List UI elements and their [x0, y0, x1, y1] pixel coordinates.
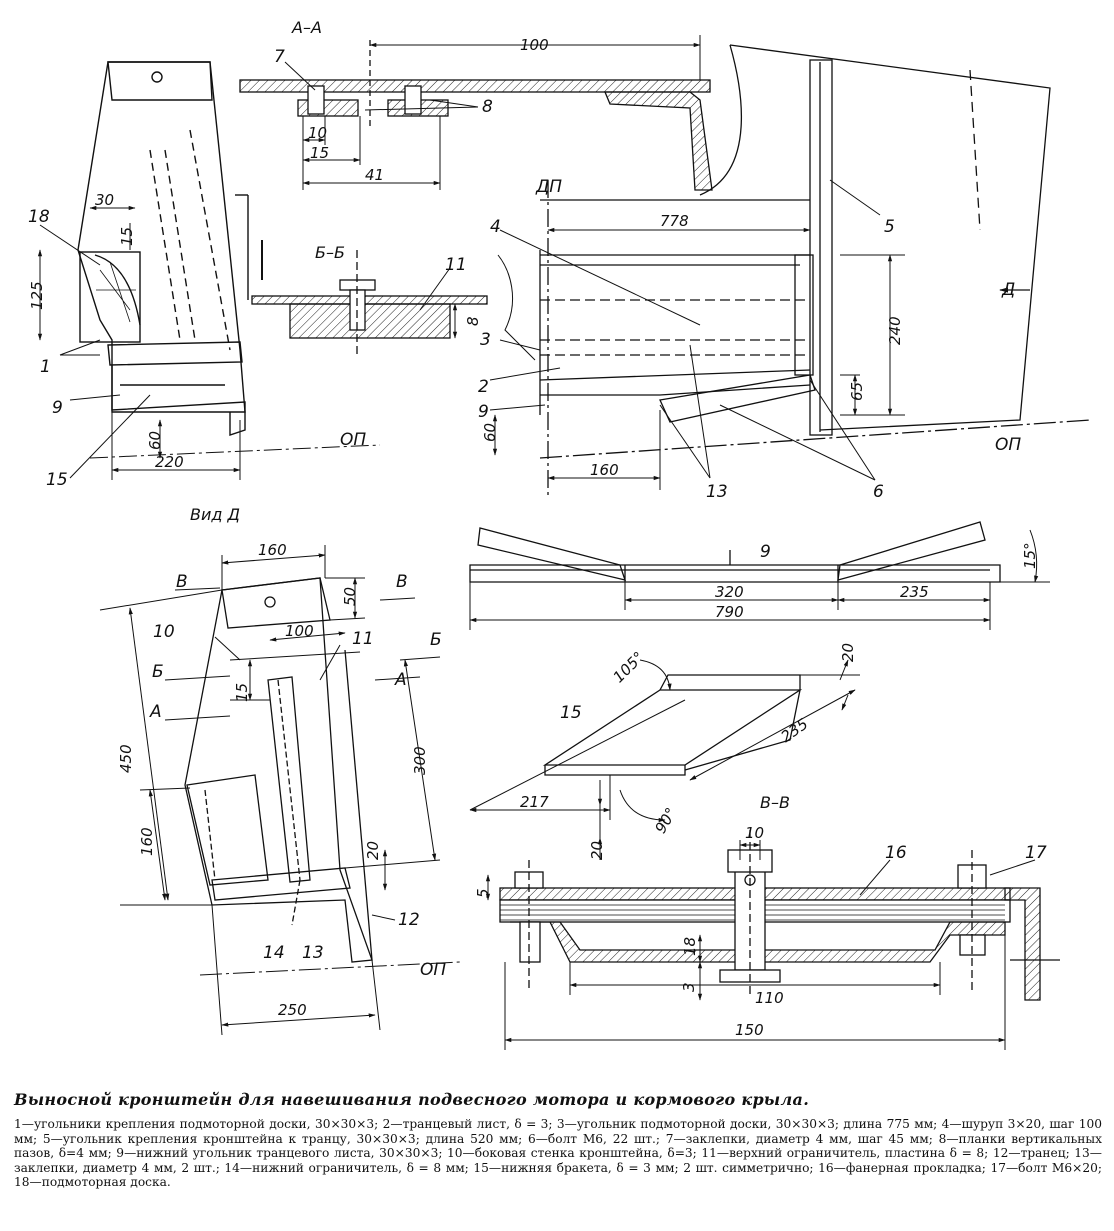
op-left: ОП — [340, 430, 366, 450]
dim-300: 300 — [411, 746, 429, 775]
view-d-title: Вид Д — [190, 505, 240, 524]
dim-100-view: 100 — [285, 622, 314, 640]
dim-60-mid: 60 — [481, 423, 499, 442]
dim-110: 110 — [755, 989, 784, 1007]
caption-legend: 1—угольники крепления подмоторной доски,… — [14, 1117, 1102, 1189]
dim-235-bot: 235 — [900, 583, 929, 601]
view-d — [184, 577, 373, 963]
cut-b-right: Б — [430, 630, 442, 650]
part-13-view: 13 — [302, 943, 324, 963]
dim-790: 790 — [715, 603, 744, 621]
part-3: 3 — [480, 330, 491, 350]
dim-778: 778 — [660, 212, 689, 230]
dim-60-left: 60 — [146, 431, 164, 450]
dim-20-br2: 20 — [588, 841, 606, 860]
op-right: ОП — [995, 435, 1021, 455]
arrow-d-label: Д — [1001, 280, 1015, 300]
bottom-angle-view — [469, 521, 1001, 583]
section-bb — [251, 250, 488, 355]
part-6: 6 — [873, 482, 884, 502]
part-10: 10 — [153, 622, 175, 642]
part-15-br: 15 — [560, 703, 582, 723]
part-9-mid: 9 — [478, 402, 489, 422]
part-12: 12 — [398, 910, 420, 930]
dim-450: 450 — [117, 744, 135, 773]
part-8: 8 — [482, 97, 493, 117]
side-view-bracket — [77, 61, 263, 436]
dim-10: 10 — [308, 124, 327, 142]
label-dp: ДП — [535, 177, 562, 197]
part-16: 16 — [885, 843, 907, 863]
part-2: 2 — [478, 377, 489, 397]
dim-160-view-left: 160 — [138, 827, 156, 856]
cut-v-right: В — [396, 572, 408, 592]
dim-5: 5 — [474, 888, 492, 898]
dim-150: 150 — [735, 1021, 764, 1039]
cut-a-right: А — [394, 670, 407, 690]
part-1: 1 — [40, 357, 51, 377]
bracket-15-view — [542, 674, 803, 776]
cut-b-left: Б — [152, 662, 164, 682]
figure-caption: Выносной кронштейн для навешивания подве… — [14, 1090, 1102, 1190]
part-13-mid: 13 — [706, 482, 728, 502]
dim-160-view: 160 — [258, 541, 287, 559]
dim-100-top: 100 — [520, 36, 549, 54]
dim-160-mid: 160 — [590, 461, 619, 479]
part-9-bot: 9 — [760, 542, 771, 562]
dim-105deg: 105° — [609, 648, 647, 686]
dim-217: 217 — [520, 793, 549, 811]
dim-18: 18 — [681, 937, 699, 956]
part-15-left: 15 — [46, 470, 68, 490]
part-11-bb: 11 — [445, 255, 467, 275]
part-11-view: 11 — [352, 629, 374, 649]
transom-plan-view — [497, 44, 1091, 495]
section-bb-title: Б–Б — [315, 243, 345, 262]
dim-220: 220 — [155, 453, 184, 471]
cut-a-left: А — [149, 702, 162, 722]
part-14: 14 — [263, 943, 285, 963]
dim-30: 30 — [95, 191, 114, 209]
part-4: 4 — [490, 217, 501, 237]
dim-3: 3 — [680, 982, 698, 992]
dim-90deg: 90° — [651, 804, 680, 836]
dim-8: 8 — [464, 316, 482, 326]
dim-15deg: 15° — [1021, 542, 1039, 569]
dim-15-aa: 15 — [310, 144, 329, 162]
dim-240: 240 — [886, 316, 904, 345]
part-5: 5 — [884, 217, 895, 237]
part-7: 7 — [274, 47, 285, 67]
dim-15-view: 15 — [233, 683, 251, 702]
dim-41: 41 — [365, 166, 384, 184]
section-aa — [239, 40, 713, 191]
dim-50: 50 — [341, 587, 359, 606]
dim-15-left: 15 — [118, 227, 136, 246]
part-17: 17 — [1025, 843, 1047, 863]
dim-320: 320 — [715, 583, 744, 601]
section-vv-title: В–В — [760, 793, 790, 812]
dim-125: 125 — [28, 281, 46, 310]
dim-10-vv: 10 — [745, 824, 764, 842]
part-9-left: 9 — [52, 398, 63, 418]
cut-v-left: В — [176, 572, 188, 592]
dim-65: 65 — [848, 382, 866, 401]
section-vv — [499, 830, 1060, 1001]
technical-drawing: 30 15 125 60 220 18 1 9 15 ОП А–А 100 7 … — [28, 18, 1091, 1050]
dim-250: 250 — [278, 1001, 307, 1019]
op-view: ОП — [420, 960, 446, 980]
part-18: 18 — [28, 207, 50, 227]
dim-235-br: 235 — [778, 715, 812, 746]
dim-20-br: 20 — [839, 643, 857, 662]
caption-title: Выносной кронштейн для навешивания подве… — [14, 1090, 810, 1109]
section-aa-title: А–А — [291, 18, 322, 37]
dim-20-view: 20 — [364, 841, 382, 860]
